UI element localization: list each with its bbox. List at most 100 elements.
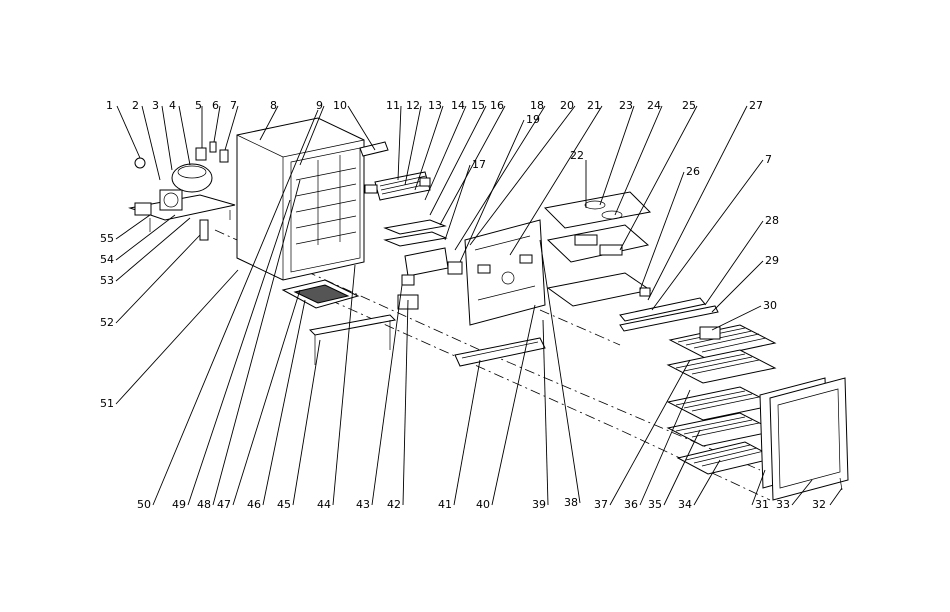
part-label-28: 28: [765, 214, 779, 227]
leader-line-49: [187, 199, 291, 506]
leader-line-55: [115, 214, 151, 240]
leader-line-51: [115, 269, 239, 405]
leader-line-29: [711, 260, 764, 313]
leader-line-6: [213, 105, 221, 143]
leader-line-11: [397, 105, 402, 181]
part-label-50: 50: [137, 498, 151, 511]
leader-line-15: [429, 105, 487, 216]
leader-line-16: [439, 105, 506, 226]
leader-line-3: [161, 105, 173, 171]
part-label-11: 11: [386, 99, 400, 112]
part-label-3: 3: [152, 99, 159, 112]
part-label-39: 39: [532, 498, 546, 511]
leader-line-38: [539, 239, 581, 504]
leader-line-20: [469, 105, 576, 246]
leader-line-1: [116, 105, 141, 159]
part-label-9: 9: [316, 99, 323, 112]
part-label-36: 36: [624, 498, 638, 511]
top-cover-group: [543, 191, 652, 307]
part-label-14: 14: [451, 99, 465, 112]
leader-line-25: [619, 105, 698, 251]
leader-line-13: [414, 105, 444, 191]
leader-line-24: [614, 105, 663, 216]
leader-line-50: [152, 109, 319, 506]
leader-line-21: [509, 105, 603, 256]
leader-line-48: [212, 179, 301, 506]
leader-lines: [115, 105, 843, 506]
part-label-41: 41: [438, 498, 452, 511]
leader-line-40: [491, 304, 536, 506]
compressor-group: [128, 141, 236, 241]
leader-line-46: [262, 299, 306, 506]
part-label-43: 43: [356, 498, 370, 511]
leader-line-23: [599, 105, 635, 206]
part-label-25: 25: [682, 99, 696, 112]
leader-line-52: [115, 234, 201, 324]
part-label-47: 47: [217, 498, 231, 511]
part-label-13: 13: [428, 99, 442, 112]
part-label-6: 6: [212, 99, 219, 112]
part-label-55: 55: [100, 232, 114, 245]
cabinet-part: [236, 117, 365, 281]
leader-line-4: [178, 105, 191, 166]
part-label-21: 21: [587, 99, 601, 112]
wire-shelves: [666, 324, 777, 475]
leader-line-33: [791, 479, 813, 506]
part-label-20: 20: [560, 99, 574, 112]
part-label-17: 17: [472, 158, 486, 171]
part-label-32: 32: [812, 498, 826, 511]
part-label-40: 40: [476, 498, 490, 511]
leader-line-10: [347, 105, 376, 151]
rear-panel: [454, 219, 546, 367]
part-label-10: 10: [333, 99, 347, 112]
leader-line-34: [693, 459, 721, 506]
part-label-8: 8: [270, 99, 277, 112]
leader-line-54: [115, 214, 176, 261]
part-label-19: 19: [526, 113, 540, 126]
leader-line-30: [711, 305, 762, 331]
shelf-rails: [619, 297, 719, 332]
part-label-30: 30: [763, 299, 777, 312]
part-label-26: 26: [686, 165, 700, 178]
part-label-31: 31: [755, 498, 769, 511]
leader-line-32: [829, 487, 843, 506]
part-label-34: 34: [678, 498, 692, 511]
leader-line-14: [424, 105, 467, 201]
part-label-2: 2: [132, 99, 139, 112]
leader-line-28: [704, 220, 764, 306]
leader-line-36: [639, 389, 691, 506]
leader-line-42: [402, 299, 409, 506]
part-label-51: 51: [100, 397, 114, 410]
leader-line-2: [141, 105, 161, 181]
part-label-16: 16: [490, 99, 504, 112]
leader-line-31: [751, 469, 766, 506]
evaporator-group: [359, 141, 463, 277]
part-label-5: 5: [195, 99, 202, 112]
leader-line-9: [299, 105, 325, 166]
part-label-7b: 7: [765, 153, 772, 166]
part-label-54: 54: [100, 253, 114, 266]
part-label-35: 35: [648, 498, 662, 511]
part-label-4: 4: [169, 99, 176, 112]
leader-line-41: [453, 359, 481, 506]
leader-line-7: [224, 105, 239, 151]
part-label-29: 29: [765, 254, 779, 267]
part-label-42: 42: [387, 498, 401, 511]
leader-line-12: [404, 105, 422, 186]
part-label-37: 37: [594, 498, 608, 511]
part-label-33: 33: [776, 498, 790, 511]
part-label-15: 15: [471, 99, 485, 112]
glass-door: [759, 377, 849, 501]
part-label-23: 23: [619, 99, 633, 112]
part-label-44: 44: [317, 498, 331, 511]
part-label-46: 46: [247, 498, 261, 511]
part-label-45: 45: [277, 498, 291, 511]
leader-line-45: [292, 339, 321, 506]
leader-line-17: [444, 164, 471, 241]
part-label-18: 18: [530, 99, 544, 112]
part-label-38: 38: [564, 496, 578, 509]
part-label-27: 27: [749, 99, 763, 112]
leader-line-8: [259, 105, 279, 141]
leader-line-44: [332, 264, 356, 506]
